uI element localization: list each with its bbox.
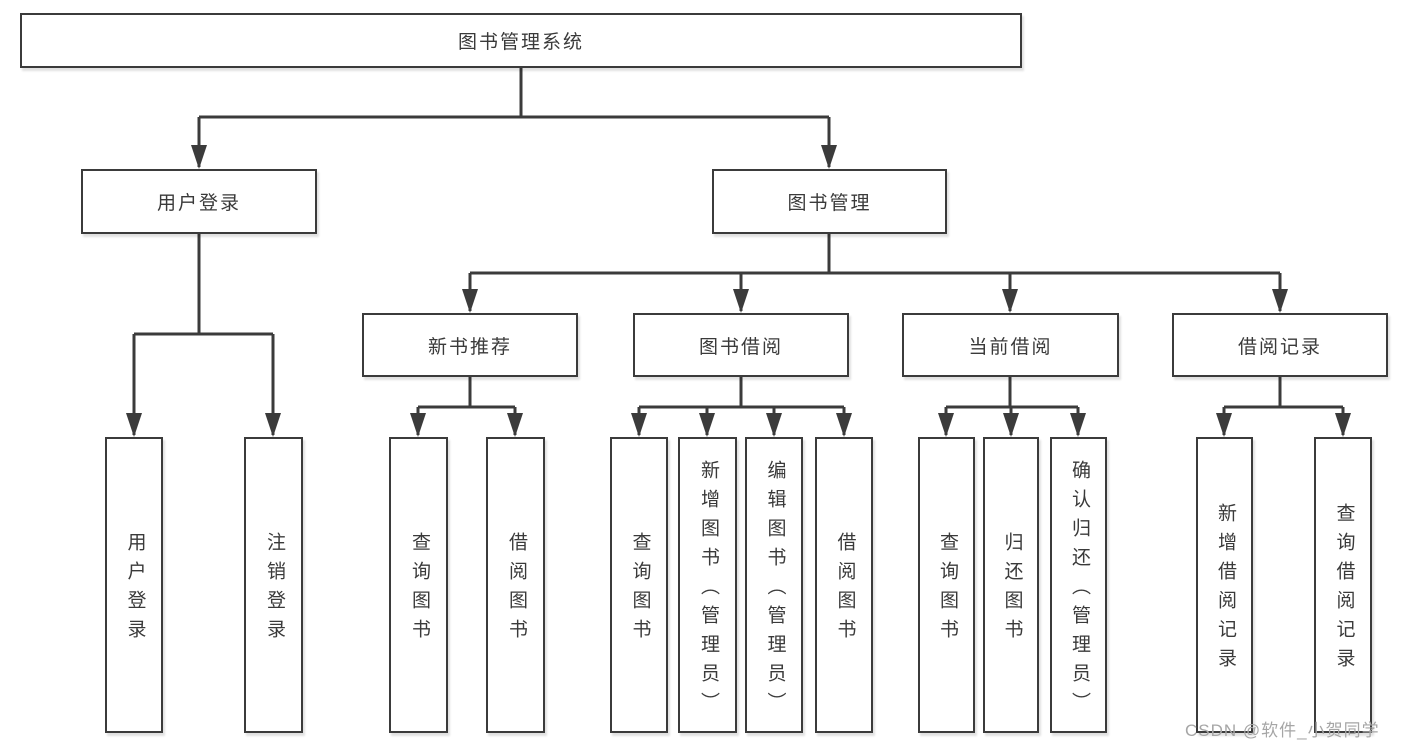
node-leaf-logout: 注销登录 xyxy=(244,437,303,733)
node-label: 确认归还（管理员） xyxy=(1068,459,1090,721)
arrowhead-icon xyxy=(1002,289,1018,313)
arrowhead-icon xyxy=(191,145,207,169)
node-leaf-br-add-record: 新增借阅记录 xyxy=(1196,437,1253,733)
arrowhead-icon xyxy=(1272,289,1288,313)
arrowhead-icon xyxy=(631,413,647,437)
node-label: 借阅图书 xyxy=(834,532,856,648)
node-leaf-user-login: 用户登录 xyxy=(105,437,163,733)
node-label: 用户登录 xyxy=(124,532,146,648)
node-leaf-bb-query-books: 查询图书 xyxy=(610,437,668,733)
node-root: 图书管理系统 xyxy=(20,13,1022,68)
node-branch-user-login: 用户登录 xyxy=(81,169,317,234)
node-label: 借阅记录 xyxy=(1237,336,1322,358)
arrowhead-icon xyxy=(836,413,852,437)
connector-book-management-sections xyxy=(468,234,1282,311)
arrowhead-icon xyxy=(410,413,426,437)
node-label: 新增借阅记录 xyxy=(1214,503,1236,677)
node-section-new-book-recommend: 新书推荐 xyxy=(362,313,578,377)
watermark-text: CSDN @软件_小贺同学 xyxy=(1185,721,1380,740)
node-label: 用户登录 xyxy=(156,193,241,214)
node-section-book-borrow: 图书借阅 xyxy=(633,313,849,377)
arrowhead-icon xyxy=(1335,413,1351,437)
node-leaf-bb-borrow-books: 借阅图书 xyxy=(815,437,873,733)
node-label: 查询图书 xyxy=(936,532,958,648)
node-leaf-cb-confirm-return-admin: 确认归还（管理员） xyxy=(1050,437,1107,733)
connector-borrow-records-children xyxy=(1222,377,1345,435)
node-root-label: 图书管理系统 xyxy=(457,32,584,53)
node-leaf-cb-query-books: 查询图书 xyxy=(918,437,975,733)
node-leaf-bb-edit-books-admin: 编辑图书（管理员） xyxy=(745,437,803,733)
node-label: 借阅图书 xyxy=(505,532,527,648)
node-label: 图书管理 xyxy=(787,193,872,214)
arrowhead-icon xyxy=(821,145,837,169)
node-leaf-br-query-record: 查询借阅记录 xyxy=(1314,437,1372,733)
node-label: 当前借阅 xyxy=(968,336,1053,358)
arrowhead-icon xyxy=(1070,413,1086,437)
node-label: 归还图书 xyxy=(1001,532,1023,648)
arrowhead-icon xyxy=(766,413,782,437)
arrowhead-icon xyxy=(699,413,715,437)
node-label: 查询借阅记录 xyxy=(1333,503,1355,677)
node-label: 查询图书 xyxy=(629,532,651,648)
node-leaf-bb-add-books-admin: 新增图书（管理员） xyxy=(678,437,737,733)
node-leaf-cb-return-books: 归还图书 xyxy=(983,437,1039,733)
node-leaf-nb-borrow-books: 借阅图书 xyxy=(486,437,545,733)
node-branch-book-management: 图书管理 xyxy=(712,169,947,234)
arrowhead-icon xyxy=(938,413,954,437)
arrowhead-icon xyxy=(1216,413,1232,437)
node-label: 注销登录 xyxy=(263,532,285,648)
node-section-current-borrow: 当前借阅 xyxy=(902,313,1119,377)
arrowhead-icon xyxy=(507,413,523,437)
arrowhead-icon xyxy=(733,289,749,313)
node-section-borrow-records: 借阅记录 xyxy=(1172,313,1388,377)
node-label: 图书借阅 xyxy=(698,336,783,358)
connector-book-borrow-children xyxy=(637,377,846,435)
node-leaf-nb-query-books: 查询图书 xyxy=(389,437,448,733)
arrowhead-icon xyxy=(265,413,281,437)
connector-user-login-children xyxy=(132,234,275,435)
arrowhead-icon xyxy=(462,289,478,313)
node-label: 查询图书 xyxy=(408,532,430,648)
node-label: 编辑图书（管理员） xyxy=(764,459,786,721)
node-label: 新书推荐 xyxy=(427,336,512,358)
arrowhead-icon xyxy=(126,413,142,437)
connector-new-book-children xyxy=(416,377,517,435)
connector-root-to-level2 xyxy=(197,68,831,167)
arrowhead-icon xyxy=(1003,413,1019,437)
node-label: 新增图书（管理员） xyxy=(697,459,719,721)
